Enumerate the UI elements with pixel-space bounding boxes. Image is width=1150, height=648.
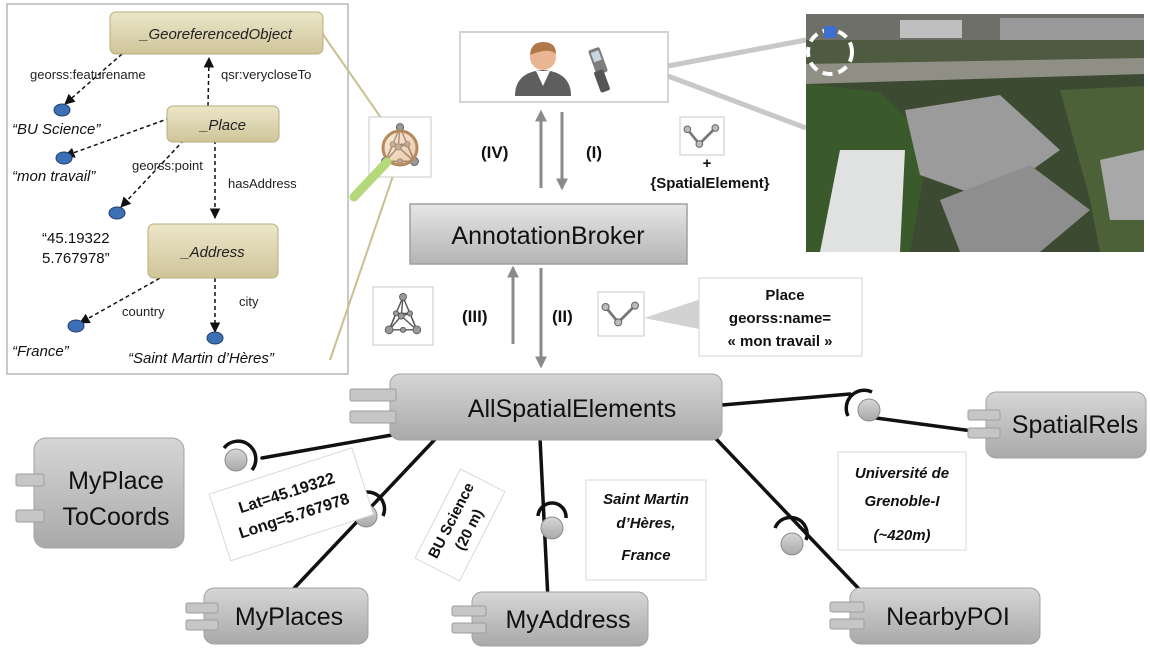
address-result-line2: d’Hères, — [616, 515, 675, 532]
node-address: _Address — [147, 223, 279, 279]
interface-ball — [224, 448, 248, 472]
component-nearbypoi: NearbyPOI — [829, 587, 1041, 645]
link-myplaces — [264, 432, 442, 620]
bu-result-note: BU Science (20 m) — [414, 468, 506, 582]
literal-mon-travail: “mon travail” — [12, 168, 96, 185]
edge-label-city: city — [239, 294, 259, 309]
component-myaddress: MyAddress — [451, 591, 649, 647]
mobile-device-icon — [588, 47, 610, 93]
ontology-panel — [6, 3, 349, 375]
address-result-line1: Saint Martin — [603, 491, 689, 508]
myaddress-label: MyAddress — [505, 606, 630, 634]
query-spatial-icon — [597, 291, 645, 337]
nearbypoi-label: NearbyPOI — [886, 603, 1010, 631]
step-iv-label: (IV) — [481, 143, 508, 162]
node-georeferenced-object: _GeoreferencedObject — [109, 11, 324, 55]
component-allspatialelements: AllSpatialElements — [349, 373, 723, 441]
socket-myplacetocoords — [222, 439, 258, 472]
query-line3: « mon travail » — [727, 333, 832, 350]
edge-label-hasaddress: hasAddress — [228, 176, 297, 191]
university-result-line2: Grenoble-I — [864, 493, 940, 510]
myplaces-label: MyPlaces — [235, 603, 343, 631]
node-georef-label: _GeoreferencedObject — [138, 26, 293, 43]
socket-myaddress — [536, 501, 568, 519]
user-device-box — [459, 31, 807, 131]
query-line1: Place — [765, 287, 804, 304]
literal-france: “France” — [12, 343, 70, 360]
annotation-broker-label: AnnotationBroker — [451, 222, 644, 250]
spatial-element-plus: + — [703, 155, 712, 172]
spatialrels-label: SpatialRels — [1012, 411, 1138, 439]
literal-saint-martin: “Saint Martin d’Hères” — [128, 350, 275, 367]
link-nearbypoi — [698, 420, 862, 592]
myplacetocoords-label-line1: MyPlace — [68, 467, 164, 495]
coords-result-note: Lat=45.19322 Long=5.767978 — [208, 447, 375, 562]
address-result-note: Saint Martin d’Hères, France — [585, 479, 707, 581]
allspatialelements-label: AllSpatialElements — [468, 395, 676, 423]
user-icon — [515, 42, 571, 96]
component-spatialrels: SpatialRels — [967, 391, 1147, 459]
edge-label-point: georss:point — [132, 158, 203, 173]
address-result-line3: France — [621, 547, 670, 564]
spatial-element-label: {SpatialElement} — [650, 175, 769, 192]
edge-label-verycloseto: qsr:verycloseTo — [221, 67, 311, 82]
query-callout: Place georss:name= « mon travail » — [644, 277, 863, 357]
step-i-label: (I) — [586, 143, 602, 162]
interface-ball — [540, 516, 564, 540]
interface-ball — [857, 398, 881, 422]
edge-place-literal — [64, 117, 171, 158]
link-spatialrels-b — [874, 416, 982, 434]
edge-point — [120, 139, 185, 208]
literal-dot — [206, 331, 224, 345]
socket-spatialrels — [844, 388, 873, 417]
aerial-photo — [806, 14, 1144, 252]
panel-connector-line — [329, 169, 396, 361]
literal-coords-line1: “45.19322 — [42, 230, 110, 247]
edge-country — [79, 267, 179, 324]
component-myplaces: MyPlaces — [185, 587, 369, 645]
ontology-network-icon — [372, 286, 434, 346]
component-myplacetocoords: MyPlace ToCoords — [15, 437, 185, 549]
query-line2: georss:name= — [729, 310, 831, 327]
literal-dot — [108, 206, 126, 220]
link-myaddress — [538, 436, 550, 602]
edge-label-country: country — [122, 304, 165, 319]
literal-dot — [53, 103, 71, 117]
myplacetocoords-label-line2: ToCoords — [63, 503, 170, 531]
node-place: _Place — [166, 105, 280, 143]
interface-ball — [780, 532, 804, 556]
step-iii-label: (III) — [462, 307, 488, 326]
literal-bu-science: “BU Science” — [12, 121, 101, 138]
socket-nearbypoi — [773, 515, 809, 541]
literal-dot — [55, 151, 73, 165]
university-result-line1: Université de — [855, 465, 949, 482]
spatial-element-icon — [679, 116, 725, 156]
edge-featurename — [64, 53, 123, 105]
link-spatialrels-a — [720, 392, 852, 407]
annotation-broker-box: AnnotationBroker — [409, 203, 688, 265]
ontology-lens-icon — [349, 116, 432, 202]
edge-label-featurename: georss:featurename — [30, 67, 146, 82]
node-place-label: _Place — [198, 117, 246, 134]
university-result-line3: (~420m) — [873, 527, 930, 544]
node-address-label: _Address — [179, 244, 245, 261]
step-ii-label: (II) — [552, 307, 573, 326]
edge-verycloseto — [203, 56, 215, 107]
literal-dot — [67, 319, 85, 333]
university-result-note: Université de Grenoble-I (~420m) — [837, 451, 967, 551]
literal-coords-line2: 5.767978” — [42, 250, 110, 267]
